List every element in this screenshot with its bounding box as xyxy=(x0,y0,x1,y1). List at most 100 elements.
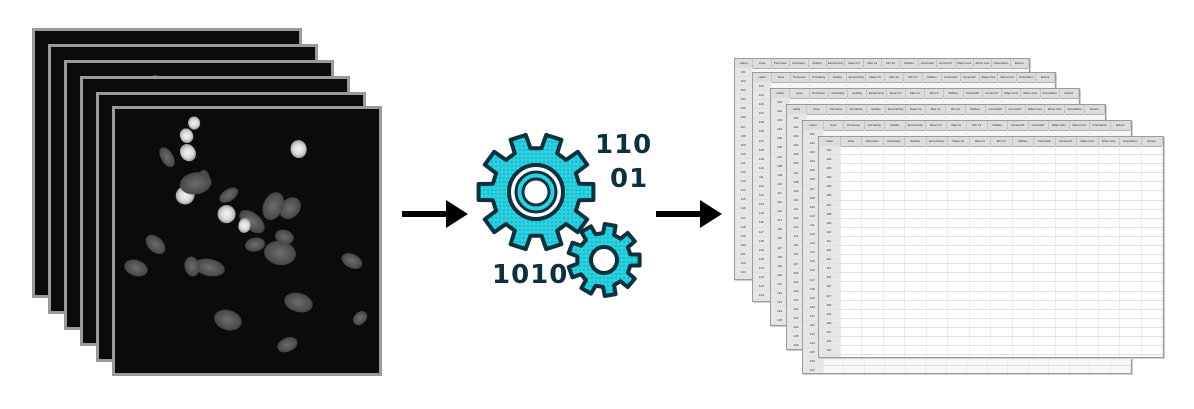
table-row-label: 127 xyxy=(803,366,824,373)
table-header-cell: Mean Int xyxy=(926,121,947,130)
table-cell xyxy=(1120,155,1142,164)
table-header-cell: CentroidY xyxy=(983,89,1002,98)
table-cell xyxy=(948,227,970,236)
table-cell xyxy=(948,246,970,255)
table-cell xyxy=(1056,291,1077,300)
table-cell xyxy=(970,309,991,318)
table-row: 106 xyxy=(819,191,1163,201)
table-row: 110 xyxy=(819,227,1163,237)
table-row-label: 104 xyxy=(735,95,754,104)
table-row: 117 xyxy=(819,291,1163,301)
table-cell xyxy=(1034,309,1056,318)
table-header-cell: CentroidY xyxy=(1029,121,1049,130)
table-cell xyxy=(948,155,970,164)
table-cell xyxy=(905,300,927,309)
table-cell xyxy=(841,164,862,173)
table-cell xyxy=(927,164,948,173)
table-cell xyxy=(1142,300,1163,309)
table-header-cell: Circularity xyxy=(810,73,829,82)
table-cell xyxy=(1056,336,1077,346)
table-cell xyxy=(1077,146,1099,155)
table-cell xyxy=(884,309,905,318)
table-cell xyxy=(841,273,862,282)
table-header-cell: Label xyxy=(787,105,807,114)
table-cell xyxy=(829,82,848,91)
table-cell xyxy=(862,200,884,209)
table-cell xyxy=(991,300,1013,309)
table-header-cell: CentroidX xyxy=(942,73,961,82)
table-cell xyxy=(1034,255,1056,264)
table-cell xyxy=(948,236,970,246)
table-cell xyxy=(1120,264,1142,273)
table-cell xyxy=(1056,155,1077,164)
table-cell xyxy=(1034,209,1056,218)
table-cell xyxy=(905,291,927,300)
table-cell xyxy=(1077,246,1099,255)
table-cell xyxy=(948,318,970,327)
table-cell xyxy=(991,164,1013,173)
table-cell xyxy=(991,327,1013,336)
table-row-label: 126 xyxy=(803,357,824,366)
table-row: 109 xyxy=(819,218,1163,228)
table-cell xyxy=(1099,218,1120,227)
table-cell xyxy=(1013,155,1034,164)
table-header-cell: Perimeter xyxy=(862,137,884,146)
table-cell xyxy=(884,346,905,355)
table-header-cell: Perimeter xyxy=(810,89,829,98)
table-row-label: 105 xyxy=(819,182,841,191)
table-cell xyxy=(1056,209,1077,218)
table-cell xyxy=(1070,130,1090,139)
table-cell xyxy=(927,227,948,236)
table-cell xyxy=(884,191,905,200)
table-row-label: 114 xyxy=(735,186,754,195)
table-cell xyxy=(905,355,927,357)
table-row-label: 105 xyxy=(735,104,754,113)
table-cell xyxy=(862,318,884,327)
table-cell xyxy=(1142,155,1163,164)
cell-nucleus xyxy=(216,184,241,206)
table-cell xyxy=(970,355,991,357)
table-header-cell: CentroidY xyxy=(1056,137,1077,146)
table-header-cell: CentroidY xyxy=(961,73,980,82)
table-cell xyxy=(1002,98,1022,107)
table-cell xyxy=(884,173,905,182)
table-cell xyxy=(841,346,862,355)
table-cell xyxy=(1013,282,1034,291)
table-cell xyxy=(1056,255,1077,264)
table-cell xyxy=(1099,336,1120,346)
table-cell xyxy=(905,282,927,291)
cell-nucleus xyxy=(214,201,240,227)
table-cell xyxy=(884,336,905,346)
table-cell xyxy=(1142,255,1163,264)
table-header-cell: Circularity xyxy=(884,137,905,146)
table-cell xyxy=(824,357,844,366)
table-cell xyxy=(906,98,925,107)
table-cell xyxy=(1034,200,1056,209)
table-cell xyxy=(1034,291,1056,300)
table-cell xyxy=(1029,357,1049,366)
table-cell xyxy=(1120,236,1142,246)
table-header-cell: Orientation xyxy=(992,59,1011,68)
table-cell xyxy=(1120,273,1142,282)
table-cell xyxy=(970,246,991,255)
table-cell xyxy=(844,130,865,139)
table-cell xyxy=(1099,191,1120,200)
table-cell xyxy=(1120,182,1142,191)
table-cell xyxy=(923,82,942,91)
table-cell xyxy=(1099,246,1120,255)
table-cell xyxy=(927,355,948,357)
table-cell xyxy=(841,200,862,209)
table-cell xyxy=(927,336,948,346)
table-cell xyxy=(1034,164,1056,173)
table-cell xyxy=(1142,291,1163,300)
table-cell xyxy=(927,182,948,191)
table-row-label: 115 xyxy=(735,195,754,204)
table-cell xyxy=(947,366,967,373)
table-header-cell: Extent xyxy=(1060,89,1079,98)
table-row: 119 xyxy=(819,309,1163,319)
table-cell xyxy=(1142,309,1163,318)
table-cell xyxy=(927,291,948,300)
table-cell xyxy=(905,273,927,282)
table-cell xyxy=(970,264,991,273)
